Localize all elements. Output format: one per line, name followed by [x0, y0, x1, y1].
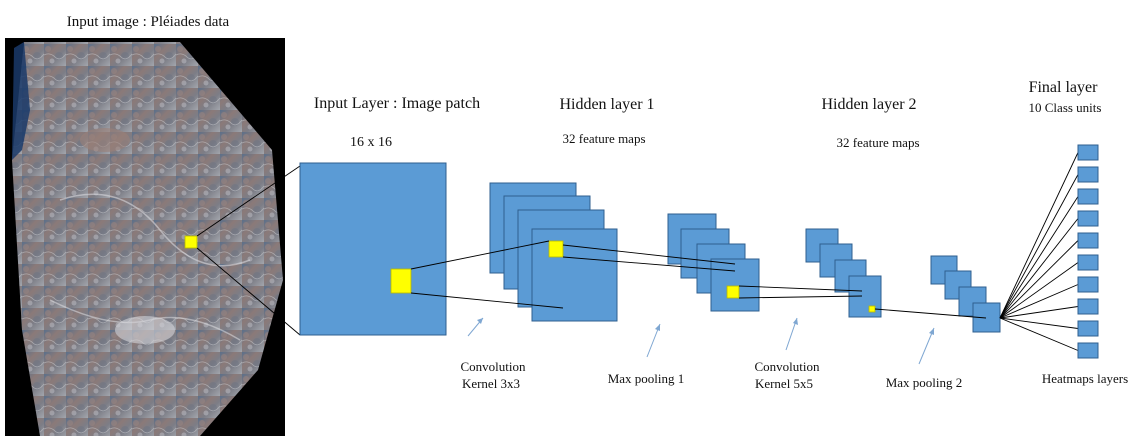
fc-line [999, 306, 1079, 319]
fc-line [999, 284, 1079, 319]
input-image-title: Input image : Pléiades data [67, 14, 230, 30]
pool1-projection-bottom [562, 256, 736, 272]
input-layer-title: Input Layer : Image patch [314, 95, 480, 112]
final-layer-title: Final layer [1029, 79, 1099, 96]
pool1-arrow-head [655, 324, 660, 331]
input-kernel-highlight [390, 268, 412, 294]
class-unit-1 [1077, 144, 1099, 161]
conv2-feature-maps [805, 228, 882, 318]
class-unit-7 [1077, 276, 1099, 293]
pool1-map-4 [710, 258, 760, 312]
hidden-layer-2-title: Hidden layer 2 [821, 96, 916, 113]
input-patch [299, 162, 447, 336]
fc-line [999, 218, 1079, 319]
image-sample-marker [184, 235, 198, 249]
class-unit-2 [1077, 166, 1099, 183]
hidden-layer-2-maps: 32 feature maps [836, 135, 919, 150]
hidden-layer-1-maps: 32 feature maps [562, 131, 645, 146]
fully-connected-lines [999, 152, 1079, 351]
conv2-projection-bottom [738, 295, 863, 299]
class-unit-9 [1077, 320, 1099, 337]
class-unit-10 [1077, 342, 1099, 359]
zoom-line-top [196, 165, 301, 237]
final-layer-units [1077, 144, 1099, 359]
class-unit-3 [1077, 188, 1099, 205]
conv1-highlight [548, 240, 564, 258]
heatmaps-layers-label: Heatmaps layers [1042, 371, 1128, 386]
fc-line [999, 152, 1079, 319]
pool2-projection [874, 308, 987, 319]
conv2-label-line2: Kernel 5x5 [755, 376, 813, 391]
pool1-projection-top [562, 244, 736, 265]
zoom-line-bottom [196, 247, 301, 336]
class-unit-5 [1077, 232, 1099, 249]
pool2-arrow-head [929, 328, 934, 335]
pool1-label: Max pooling 1 [608, 371, 685, 386]
fc-line [999, 240, 1079, 319]
conv2-projection-top [738, 285, 863, 292]
class-unit-6 [1077, 254, 1099, 271]
final-layer-units-label: 10 Class units [1029, 100, 1102, 115]
fc-line [999, 174, 1079, 319]
fc-line [999, 317, 1079, 351]
pool1-highlight [726, 285, 740, 299]
class-unit-8 [1077, 298, 1099, 315]
hidden-layer-1-title: Hidden layer 1 [559, 96, 654, 113]
conv1-map-4 [531, 228, 618, 322]
pool2-feature-maps [930, 255, 1001, 333]
conv1-label-line1: Convolution [460, 359, 526, 374]
conv1-feature-maps [489, 182, 618, 322]
fc-line [999, 317, 1079, 329]
conv1-projection-bottom [410, 292, 564, 309]
conv1-label-line2: Kernel 3x3 [462, 376, 520, 391]
fc-line [999, 262, 1079, 319]
satellite-image [5, 38, 285, 436]
pool2-map-2 [944, 270, 972, 300]
input-layer-size: 16 x 16 [350, 135, 392, 150]
conv2-arrow-head [793, 318, 798, 325]
conv2-label-line1: Convolution [754, 359, 820, 374]
conv1-projection-top [410, 240, 550, 270]
fc-line [999, 196, 1079, 319]
conv2-highlight [868, 305, 876, 313]
class-unit-4 [1077, 210, 1099, 227]
pool2-label: Max pooling 2 [886, 375, 963, 390]
pool1-feature-maps [667, 213, 760, 312]
conv1-arrow-head [477, 318, 483, 324]
